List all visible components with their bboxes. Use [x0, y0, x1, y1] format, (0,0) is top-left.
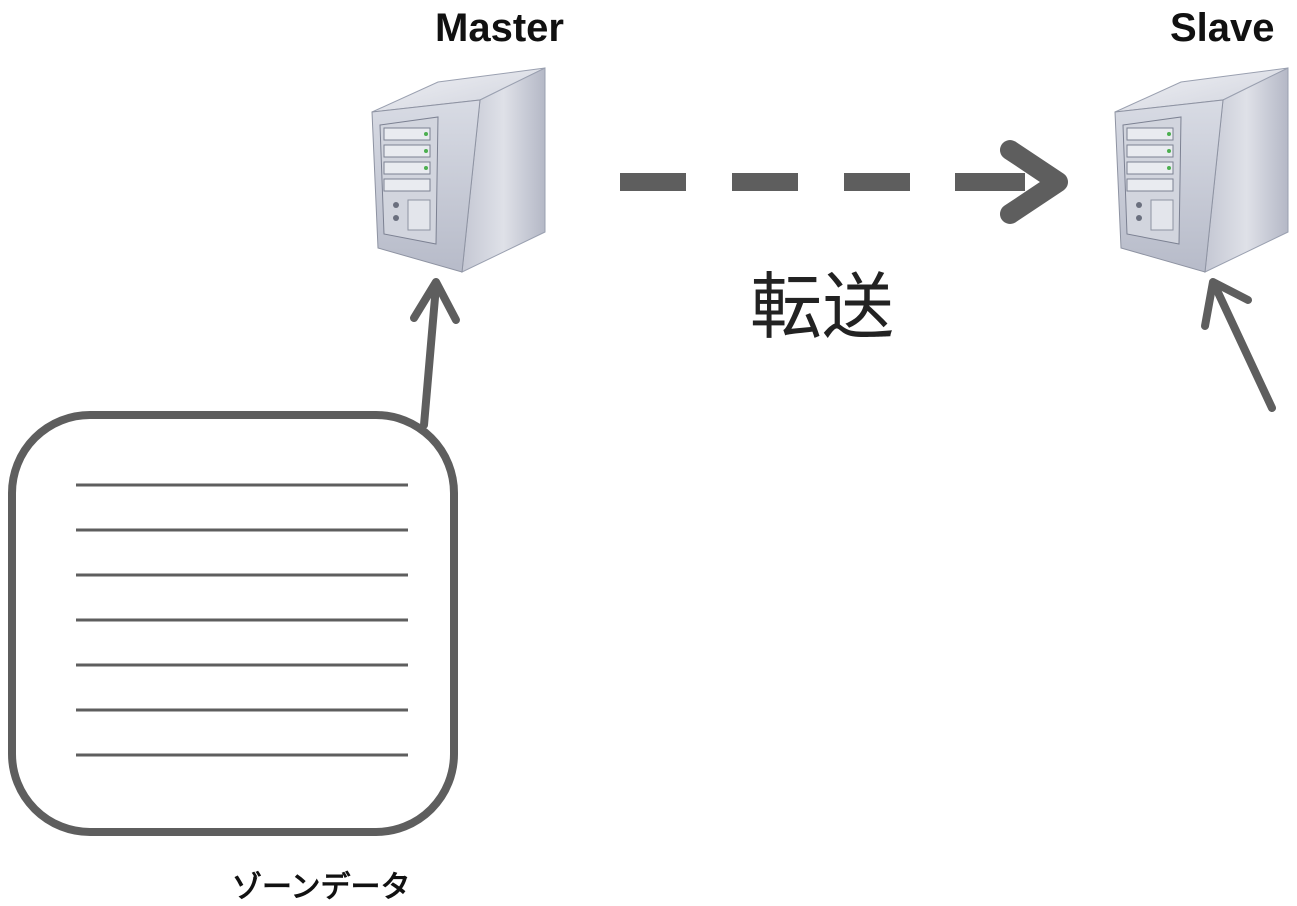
into-slave-arrow	[1201, 278, 1276, 412]
slave-label: Slave	[1170, 6, 1275, 50]
transfer-arrow	[620, 140, 1068, 224]
zone-data-label: ゾーンデータ	[232, 870, 411, 905]
master-label: Master	[435, 6, 564, 50]
slave-server-icon	[1114, 67, 1289, 273]
transfer-label: 転送	[750, 265, 895, 349]
zone-data-document-icon	[8, 411, 458, 836]
zone-to-master-arrow	[410, 278, 460, 429]
master-server-icon	[371, 67, 546, 273]
